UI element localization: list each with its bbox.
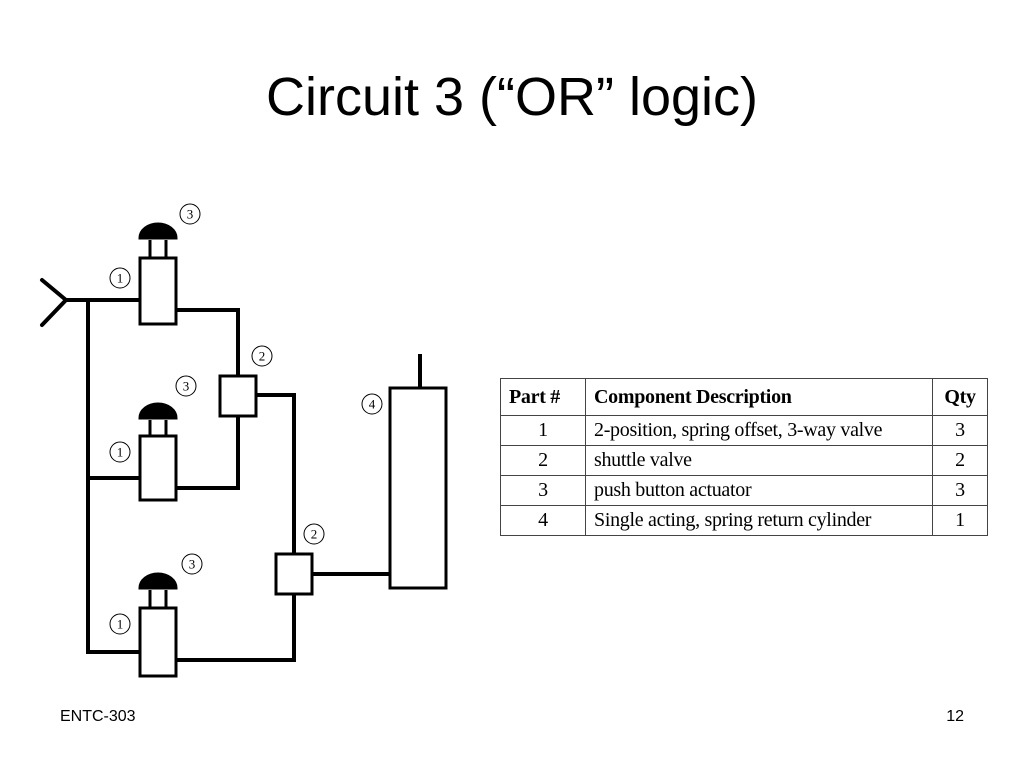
valve-1 [138, 256, 178, 326]
shuttle-valve-1 [218, 374, 258, 418]
table-row: 4 Single acting, spring return cylinder … [500, 505, 988, 536]
header-qty: Qty [932, 378, 988, 416]
callout-cylinder: 4 [369, 397, 376, 412]
callout-pushbutton-3: 3 [189, 557, 196, 572]
callout-circle [109, 267, 131, 289]
valve-2-output-line [174, 414, 240, 490]
callout-circle [175, 375, 197, 397]
callout-valve-2: 1 [117, 445, 124, 460]
parts-table: Part # Component Description Qty 1 2-pos… [500, 378, 988, 536]
cell-part: 2 [500, 445, 586, 476]
callout-pushbutton-2: 3 [183, 379, 190, 394]
slide-title: Circuit 3 (“OR” logic) [265, 67, 759, 127]
callout-pushbutton-1: 3 [187, 207, 194, 222]
cell-qty: 3 [932, 475, 988, 506]
valve-3 [138, 606, 178, 678]
header-part-number: Part # [500, 378, 586, 416]
callout-circle [109, 613, 131, 635]
header-component-description: Component Description [585, 378, 933, 416]
cylinder [388, 386, 448, 590]
cell-description: Single acting, spring return cylinder [585, 505, 933, 536]
cell-description: shuttle valve [585, 445, 933, 476]
cell-description: push button actuator [585, 475, 933, 506]
cell-part: 4 [500, 505, 586, 536]
table-header-row: Part # Component Description Qty [500, 378, 988, 416]
cell-qty: 2 [932, 445, 988, 476]
push-button-1 [138, 222, 178, 258]
page-number: 12 [946, 708, 964, 725]
callout-shuttle-1: 2 [259, 349, 266, 364]
callout-circle [181, 553, 203, 575]
cell-part: 3 [500, 475, 586, 506]
callout-valve-1: 1 [117, 271, 124, 286]
push-button-2 [138, 402, 178, 436]
valve-3-output-line [174, 592, 296, 662]
callout-circle [251, 345, 273, 367]
shuttle-1-output-line [254, 393, 296, 556]
callout-shuttle-2: 2 [311, 527, 318, 542]
cell-qty: 3 [932, 415, 988, 446]
table-row: 1 2-position, spring offset, 3-way valve… [500, 415, 988, 446]
valve-1-output-line [174, 308, 240, 380]
cell-part: 1 [500, 415, 586, 446]
callout-circle [109, 441, 131, 463]
callout-valve-3: 1 [117, 617, 124, 632]
supply-symbol [40, 278, 69, 327]
callout-circle [179, 203, 201, 225]
footer-course-code: ENTC-303 [60, 708, 136, 725]
table-row: 2 shuttle valve 2 [500, 445, 988, 476]
callout-circle [303, 523, 325, 545]
valve-2 [138, 434, 178, 502]
shuttle-valve-2 [274, 552, 314, 596]
cell-qty: 1 [932, 505, 988, 536]
cell-description: 2-position, spring offset, 3-way valve [585, 415, 933, 446]
table-row: 3 push button actuator 3 [500, 475, 988, 506]
push-button-3 [138, 572, 178, 608]
callout-circle [361, 393, 383, 415]
